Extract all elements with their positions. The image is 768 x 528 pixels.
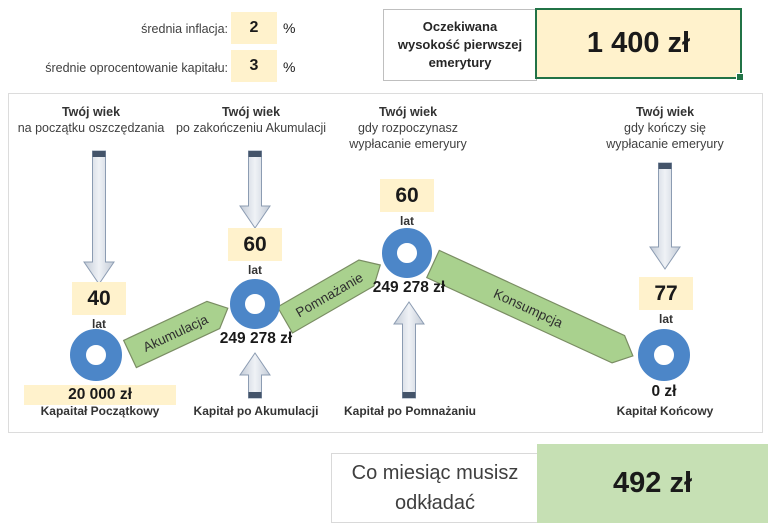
stage4-header-line2: gdy kończy się [624,121,706,135]
stage2-caption: Kapitał po Akumulacji [193,404,319,418]
stage2-capital-donut-icon [230,279,280,329]
stage3-header: Twój wiek gdy rozpoczynasz wypłacanie em… [323,104,493,152]
stage3-header-line1: Twój wiek [378,105,438,119]
stage2-age-cell[interactable]: 60 [228,228,282,261]
stage4-caption: Kapitał Końcowy [616,404,714,418]
interest-value-cell[interactable]: 3 [231,50,277,82]
stage3-capital-donut-icon [382,228,432,278]
inflation-label: średnia inflacja: [141,22,228,36]
monthly-saving-value: 492 zł [613,467,692,499]
stage3-up-arrow-icon [393,301,425,399]
stage3-amount: 249 278 zł [372,279,446,296]
stage1-down-arrow-icon [83,150,115,285]
phase-arrow-konsumpcja: Konsumpcja [425,249,634,364]
interest-label: średnie oprocentowanie kapitału: [45,61,228,75]
stage3-age-unit: lat [399,214,414,228]
timeline-panel: Twój wiek na początku oszczędzania Twój … [8,93,763,433]
stage1-header-line2: na początku oszczędzania [17,121,165,135]
stage2-age-unit: lat [247,263,262,277]
stage1-age-cell[interactable]: 40 [72,282,126,315]
stage4-down-arrow-icon [649,162,681,270]
stage4-header: Twój wiek gdy kończy się wypłacanie emer… [580,104,750,152]
stage1-amount-cell[interactable]: 20 000 zł [24,385,176,405]
stage2-header: Twój wiek po zakończeniu Akumulacji [166,104,336,136]
stage4-amount: 0 zł [651,383,677,400]
stage3-header-line2: gdy rozpoczynasz [357,121,459,135]
stage4-age-cell[interactable]: 77 [639,277,693,310]
stage3-header-line3: wypłacanie emeryury [349,137,467,151]
stage1-age-unit: lat [91,317,106,331]
stage2-header-line2: po zakończeniu Akumulacji [175,121,327,135]
stage1-caption: Kapaitał Początkowy [40,404,160,418]
stage2-header-line1: Twój wiek [221,105,281,119]
stage1-capital-donut-icon [70,329,122,381]
stage2-down-arrow-icon [239,150,271,229]
expected-pension-value-cell[interactable]: 1 400 zł [535,8,744,81]
expected-pension-label-box: Oczekiwana wysokość pierwszej emerytury [383,9,537,81]
expected-pension-value: 1 400 zł [586,27,691,59]
stage4-header-line3: wypłacanie emeryury [606,137,724,151]
stage3-age-cell[interactable]: 60 [380,179,434,212]
stage4-age-unit: lat [658,312,673,326]
stage2-amount: 249 278 zł [219,330,293,347]
stage2-up-arrow-icon [239,352,271,399]
monthly-saving-label: Co miesiąc musisz odkładać [351,462,519,514]
monthly-saving-value-cell: 492 zł [537,444,768,523]
expected-pension-label: Oczekiwana wysokość pierwszej emerytury [397,18,523,71]
stage3-caption: Kapitał po Pomnażaniu [343,404,476,418]
cell-selection-handle-icon[interactable] [736,73,744,81]
stage4-capital-donut-icon [638,329,690,381]
arrows-layer: Akumulacja Pomnażanie Konsumpcja [83,150,681,399]
interest-unit-label: % [283,59,296,75]
stage4-header-line1: Twój wiek [635,105,695,119]
stage1-header: Twój wiek na początku oszczędzania [6,104,176,136]
inflation-unit-label: % [283,20,296,36]
stage1-header-line1: Twój wiek [61,105,121,119]
inflation-value-cell[interactable]: 2 [231,12,277,44]
monthly-saving-label-box: Co miesiąc musisz odkładać [331,453,539,523]
